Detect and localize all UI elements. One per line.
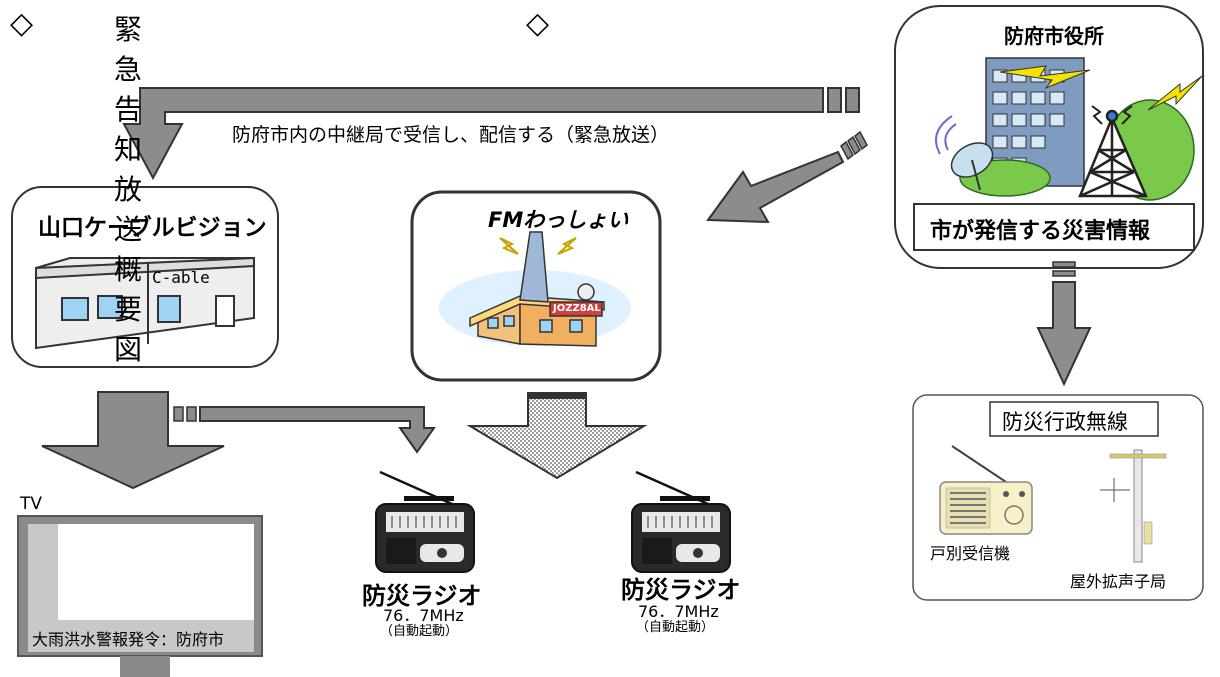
radio-name: 防災ラジオ <box>362 582 482 610</box>
receiver-label: 戸別受信機 <box>930 544 1011 563</box>
fm-radio-arrow <box>466 392 648 480</box>
diamond-icon: ◇ <box>526 6 550 41</box>
fm-box <box>410 190 662 382</box>
bousai-musen-box <box>912 394 1204 601</box>
bousai-musen-title: 防災行政無線 <box>1002 410 1128 434</box>
fm-feed-arrow <box>706 130 868 224</box>
relay-caption: 防府市内の中継局で受信し、配信する（緊急放送） <box>232 124 670 146</box>
fm-building-icon <box>439 231 631 347</box>
musen-arrow <box>1036 261 1092 387</box>
tv-icon <box>17 515 263 677</box>
disaster-info-label: 市が発信する災害情報 <box>930 219 1151 244</box>
cable-radio-arrow <box>173 406 436 454</box>
radio-tower-icon <box>1078 105 1148 198</box>
title-text: 緊急告知放送概要図 <box>114 13 153 366</box>
satellite-dish-icon <box>935 115 994 191</box>
radio-note: （自動起動） <box>636 620 715 635</box>
city-hall-name: 防府市役所 <box>1004 24 1104 48</box>
outdoor-speaker-icon <box>1100 449 1167 563</box>
radio-name: 防災ラジオ <box>621 576 741 604</box>
radio-freq: 76．7MHz <box>383 606 464 625</box>
receiver-icon <box>939 445 1033 535</box>
fm-name: FMわっしょい <box>488 208 629 232</box>
radio-freq: 76．7MHz <box>638 602 719 621</box>
fm-callsign: JOZZ8AL <box>553 303 601 314</box>
disaster-info-box <box>913 203 1195 251</box>
diamond-icon: ◇ <box>10 6 34 41</box>
relay-arrow <box>122 87 860 181</box>
speaker-label: 屋外拡声子局 <box>1070 572 1167 591</box>
city-hall-box <box>894 5 1204 269</box>
cable-name: 山口ケーブルビジョン <box>38 215 267 241</box>
lightning-icon <box>999 65 1091 90</box>
tv-arrow <box>41 391 225 490</box>
tv-label: TV <box>20 494 43 514</box>
radio-note: （自動起動） <box>380 624 459 639</box>
tv-ticker: 大雨洪水警報発令：防府市 <box>32 630 225 649</box>
radio-icon <box>631 470 731 573</box>
radio-icon <box>375 470 475 573</box>
lightning-icon <box>1147 75 1203 111</box>
cable-sign: C-able <box>152 268 210 287</box>
cable-building-icon <box>35 256 255 350</box>
cable-box <box>11 186 279 368</box>
